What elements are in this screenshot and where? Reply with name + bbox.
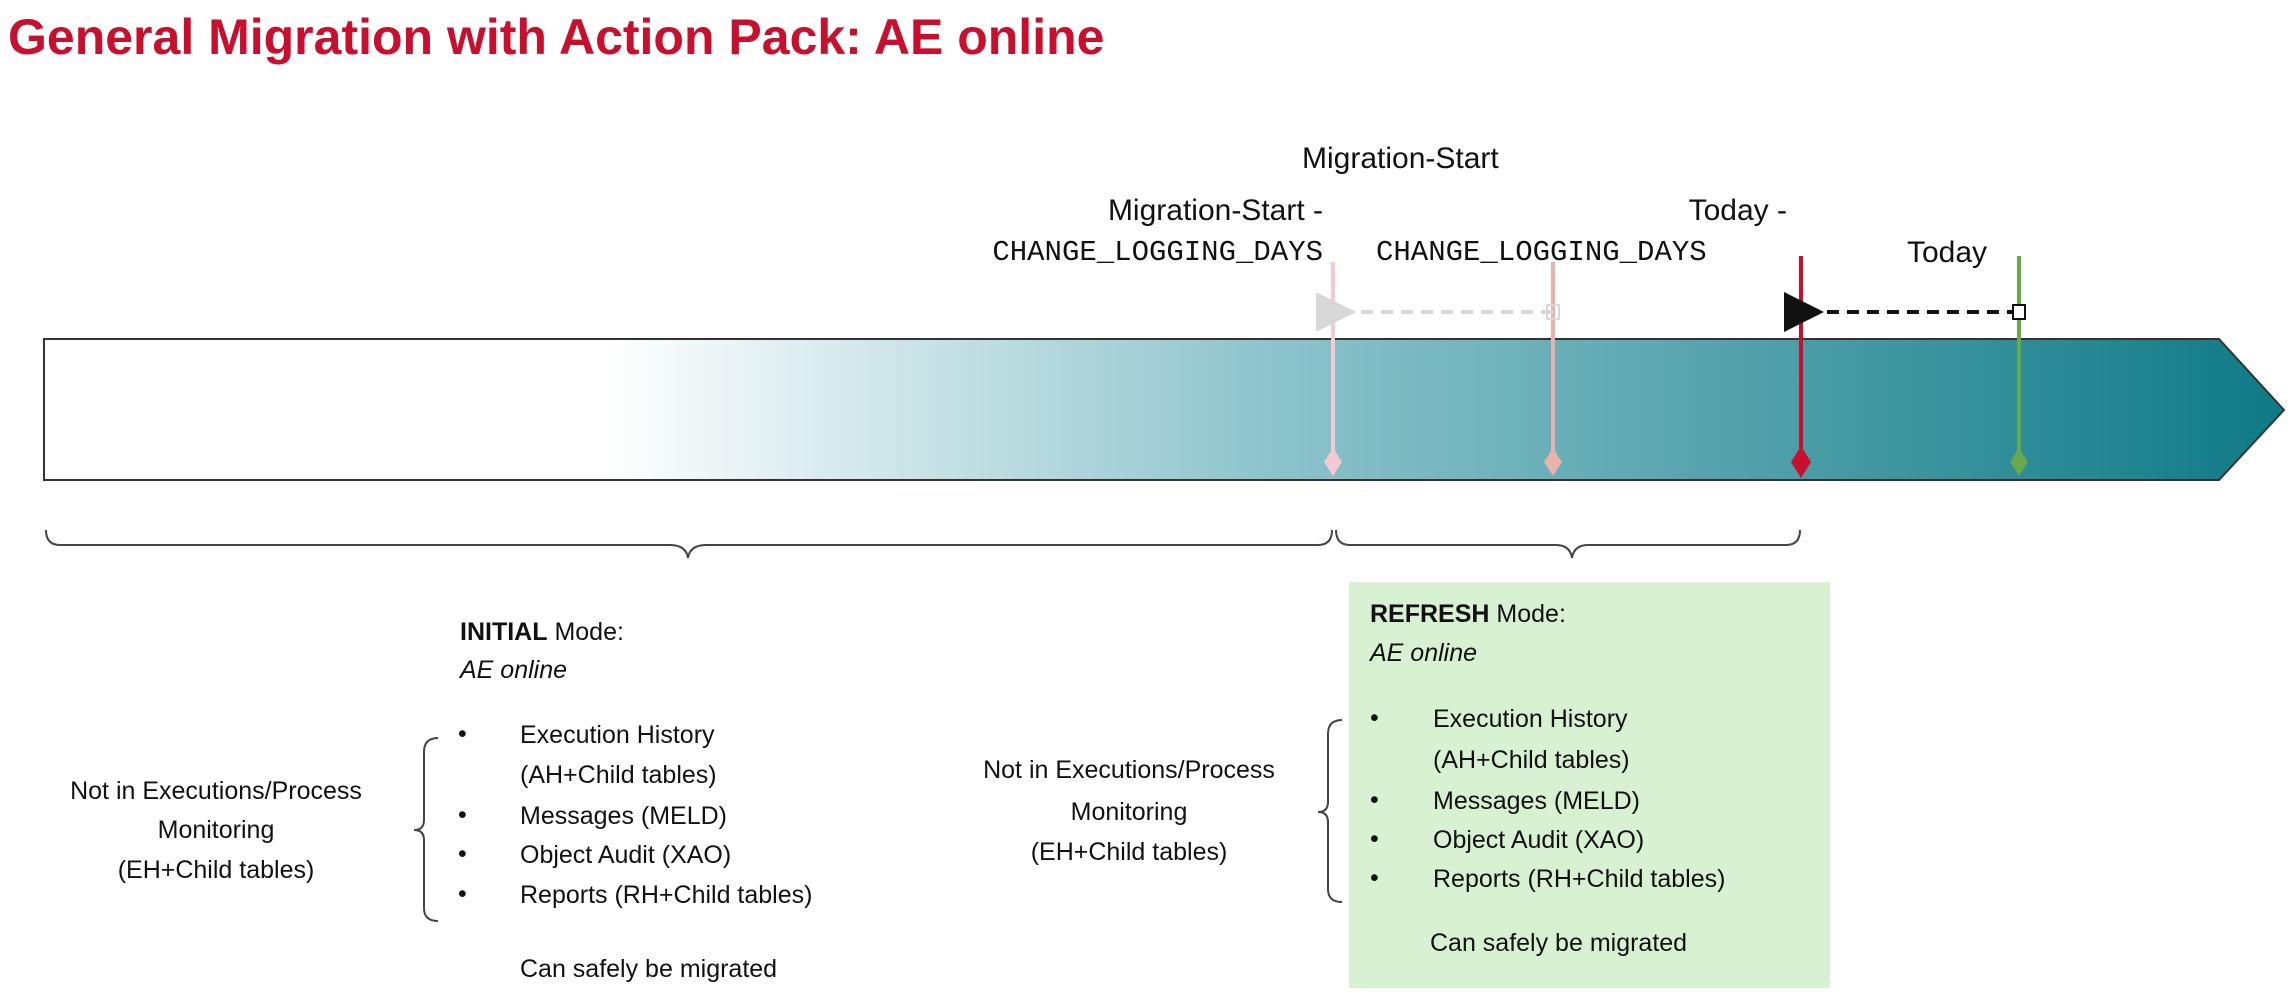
refresh-side-label-3: (EH+Child tables): [1030, 838, 1228, 866]
initial-item: (AH+Child tables): [520, 761, 717, 789]
label-today-minus: Today -: [1688, 194, 1787, 227]
bullet: •: [1370, 825, 1379, 853]
diamond-marker: [1791, 446, 1811, 478]
initial-item: Reports (RH+Child tables): [520, 881, 813, 909]
diamond-marker: [1324, 448, 1342, 476]
initial-mode-bold: INITIAL: [460, 618, 548, 646]
refresh-side-label-1: Not in Executions/Process: [983, 756, 1275, 784]
brace-initial-list: [413, 737, 439, 922]
bullet: •: [458, 720, 467, 748]
label-migration-start-minus: Migration-Start -: [1107, 194, 1323, 227]
refresh-note: Can safely be migrated: [1430, 929, 1688, 957]
initial-item: Object Audit (XAO): [520, 841, 732, 869]
label-change-logging-days-1: CHANGE_LOGGING_DAYS: [992, 236, 1323, 269]
bullet: •: [458, 801, 467, 829]
refresh-mode-box: [1349, 582, 1830, 988]
refresh-mode-rest: Mode:: [1489, 600, 1566, 628]
refresh-subtitle: AE online: [1370, 639, 1478, 667]
initial-item: Execution History: [520, 721, 715, 749]
brace-initial-range: [45, 529, 1333, 559]
initial-side-label-2: Monitoring: [157, 816, 275, 844]
brace-refresh-range: [1335, 529, 1801, 559]
page-title: General Migration with Action Pack: AE o…: [8, 9, 1105, 65]
refresh-item: Reports (RH+Child tables): [1433, 865, 1726, 893]
label-today: Today: [1907, 236, 1988, 269]
initial-side-label-3: (EH+Child tables): [117, 856, 315, 884]
initial-note: Can safely be migrated: [520, 955, 778, 983]
timeline-arrow-bar: [43, 338, 2286, 481]
bullet: •: [1370, 704, 1379, 732]
refresh-mode-bold: REFRESH: [1370, 600, 1490, 628]
label-migration-start: Migration-Start: [1302, 142, 1499, 175]
refresh-mode-heading: REFRESH Mode:: [1370, 599, 1566, 629]
initial-side-label-1: Not in Executions/Process: [70, 777, 362, 805]
refresh-item: Object Audit (XAO): [1433, 826, 1645, 854]
brace-refresh-list: [1317, 719, 1343, 903]
initial-subtitle: AE online: [460, 656, 568, 684]
initial-mode-heading: INITIAL Mode:: [460, 617, 624, 647]
diamond-marker: [1544, 448, 1562, 476]
diamond-marker: [2010, 448, 2028, 476]
refresh-item: Execution History: [1433, 705, 1628, 733]
initial-item: Messages (MELD): [520, 802, 727, 830]
bullet: •: [458, 880, 467, 908]
bullet: •: [1370, 864, 1379, 892]
refresh-item: Messages (MELD): [1433, 787, 1640, 815]
bullet: •: [1370, 786, 1379, 814]
initial-mode-rest: Mode:: [547, 618, 624, 646]
refresh-side-label-2: Monitoring: [1070, 798, 1188, 826]
label-change-logging-days-2: CHANGE_LOGGING_DAYS: [1376, 236, 1707, 269]
refresh-item: (AH+Child tables): [1433, 746, 1630, 774]
bullet: •: [458, 840, 467, 868]
